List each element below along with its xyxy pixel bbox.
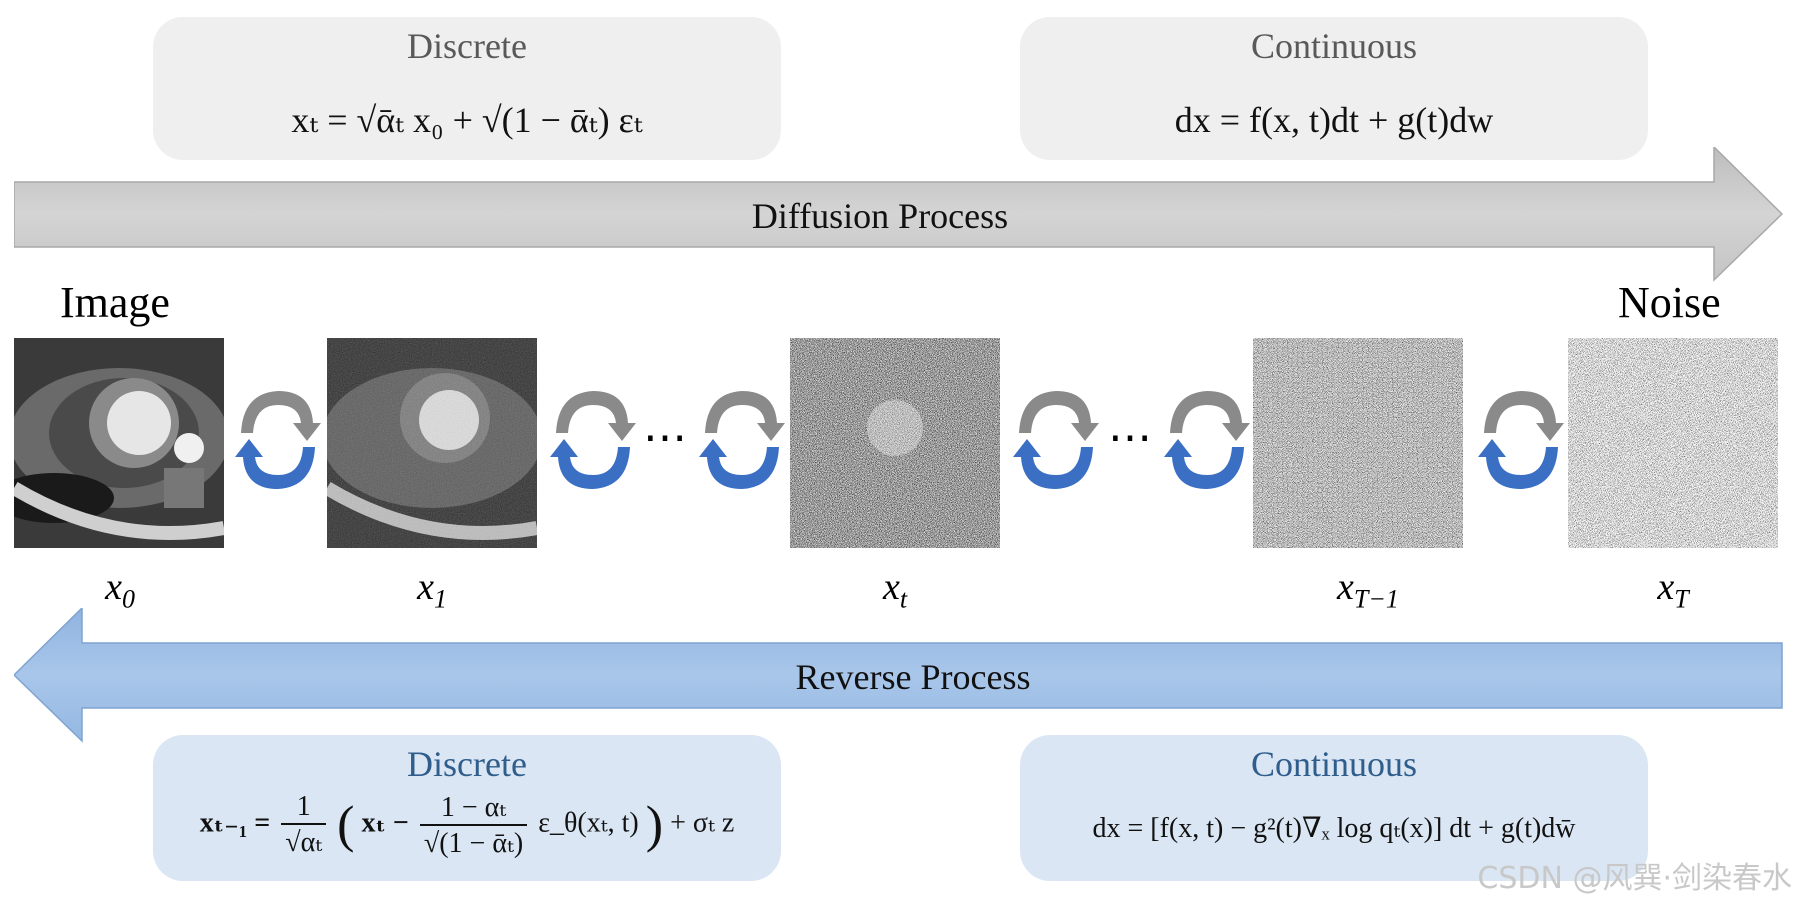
cycle-arrows-icon-1 bbox=[235, 391, 321, 489]
ellipsis-1: ⋯ bbox=[643, 413, 689, 462]
top-right-box: Continuous dx = f(x, t)dt + g(t)dw bbox=[1020, 17, 1648, 160]
image-x1 bbox=[327, 338, 537, 548]
diffusion-label: Diffusion Process bbox=[751, 196, 1009, 236]
cycle-arrows-icon-2 bbox=[550, 391, 636, 489]
image-label: Image bbox=[60, 278, 170, 327]
ellipsis-2: ⋯ bbox=[1108, 413, 1154, 462]
noise-label: Noise bbox=[1618, 278, 1721, 327]
image-xT bbox=[1568, 338, 1778, 548]
state-label-xT: xT bbox=[1657, 566, 1689, 614]
cycle-arrows-icon-4 bbox=[1013, 391, 1099, 489]
state-label-x1: x1 bbox=[417, 566, 447, 614]
bottom-right-box-title: Continuous bbox=[1250, 744, 1418, 784]
bottom-left-box: Discrete xₜ₋₁ = 1√αₜ ( xₜ − 1 − αₜ√(1 − … bbox=[153, 735, 781, 881]
state-label-xt: xt bbox=[882, 566, 908, 614]
top-left-box-title: Discrete bbox=[407, 26, 527, 66]
cycle-arrows-icon-6 bbox=[1478, 391, 1564, 489]
forward-continuous-formula: dx = f(x, t)dt + g(t)dw bbox=[1174, 100, 1494, 140]
cycle-arrows-icon-5 bbox=[1164, 391, 1250, 489]
image-xT-1 bbox=[1253, 338, 1463, 548]
state-label-x0: x0 bbox=[105, 566, 135, 614]
reverse-label: Reverse Process bbox=[795, 657, 1031, 697]
image-x0 bbox=[14, 338, 224, 548]
bottom-left-box-title: Discrete bbox=[407, 744, 527, 784]
reverse-continuous-formula: dx = [f(x, t) − g²(t)∇ₓ log qₜ(x)] dt + … bbox=[1092, 813, 1576, 844]
image-xt bbox=[790, 338, 1000, 548]
diffusion-arrow bbox=[14, 147, 1784, 282]
top-right-box-title: Continuous bbox=[1250, 26, 1418, 66]
watermark: CSDN @风巽·剑染春水 bbox=[1477, 861, 1792, 896]
reverse-arrow bbox=[14, 608, 1783, 743]
cycle-arrows-icon-3 bbox=[699, 391, 785, 489]
forward-discrete-formula: xₜ = √ᾱₜ x₀ + √(1 − ᾱₜ) εₜ bbox=[291, 100, 643, 140]
bottom-right-box: Continuous dx = [f(x, t) − g²(t)∇ₓ log q… bbox=[1020, 735, 1648, 881]
state-label-xT-1: xT−1 bbox=[1337, 566, 1399, 614]
reverse-discrete-formula: xₜ₋₁ = 1√αₜ ( xₜ − 1 − αₜ√(1 − ᾱₜ) ε_θ(x… bbox=[199, 791, 735, 859]
top-left-box: Discrete xₜ = √ᾱₜ x₀ + √(1 − ᾱₜ) εₜ bbox=[153, 17, 781, 160]
